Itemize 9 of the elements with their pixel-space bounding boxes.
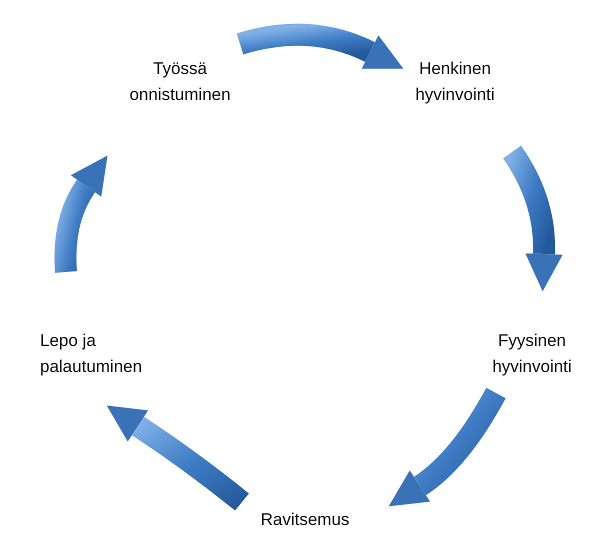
curved-arrow	[106, 405, 249, 511]
node-label: Henkinen hyvinvointi	[414, 58, 496, 106]
node-label: Lepo ja palautuminen	[40, 330, 144, 378]
curved-arrow	[389, 388, 506, 508]
node-label: Ravitsemus	[260, 509, 350, 531]
node-label: Työssä onnistuminen	[128, 58, 232, 106]
curved-arrow	[237, 24, 404, 69]
curved-arrow	[502, 146, 563, 292]
node-label: Fyysinen hyvinvointi	[491, 330, 573, 378]
